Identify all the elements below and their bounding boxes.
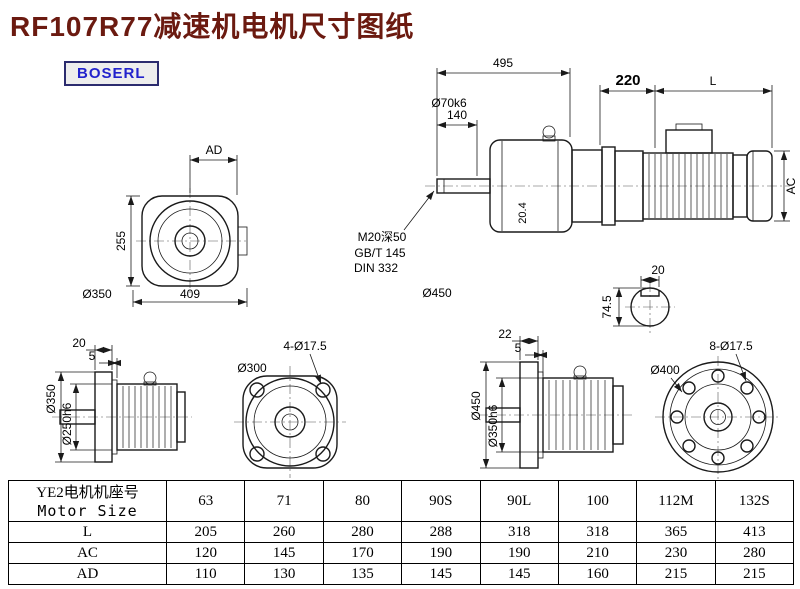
- dim-495: 495: [493, 56, 513, 70]
- table-cell: 110: [165, 563, 246, 585]
- table-cell: 318: [557, 521, 638, 543]
- dim-255: 255: [114, 231, 128, 251]
- dim-flange-22: 22: [498, 327, 512, 341]
- header-cn: YE2电机机座号: [36, 485, 139, 501]
- terminal-box: [665, 129, 713, 154]
- row-label: AD: [8, 563, 167, 585]
- table-cell: 288: [401, 521, 481, 543]
- table-cell: 145: [244, 542, 324, 564]
- table-cell: 190: [401, 542, 481, 564]
- table-cell: 160: [557, 563, 638, 585]
- fan-cover: [746, 150, 773, 222]
- shaft-section-detail: 20 74.5: [600, 263, 675, 333]
- table-cell: 205: [165, 521, 246, 543]
- dim-shaft-dia: Ø70k6: [431, 96, 467, 110]
- dim-dia300: Ø300: [237, 361, 267, 375]
- dim-409: 409: [180, 287, 200, 301]
- table-cell: 135: [322, 563, 403, 585]
- table-header-row: YE2电机机座号 Motor Size 63 71 80 90S 90L 100…: [8, 480, 795, 522]
- table-row-l: L 205 260 280 288 318 318 365 413: [8, 521, 795, 543]
- large-flange-front-dimensions: 8-Ø17.5 Ø400: [650, 339, 753, 393]
- dim-l: L: [710, 74, 717, 88]
- flange-front-view-large: [655, 356, 781, 480]
- gearbox-front-view: [136, 188, 248, 296]
- table-cell: 280: [322, 521, 403, 543]
- table-cell: 145: [479, 563, 559, 585]
- column-header-size: 90L: [479, 480, 559, 522]
- motor-size-table: YE2电机机座号 Motor Size 63 71 80 90S 90L 100…: [8, 480, 795, 585]
- table-cell: 260: [244, 521, 324, 543]
- dim-dia250h6: Ø250h6: [60, 402, 74, 445]
- small-flange-side-dimensions: 20 5 Ø350 Ø250h6: [44, 336, 121, 463]
- dim-dia450-side: Ø450: [422, 286, 452, 300]
- dim-4-holes: 4-Ø17.5: [283, 339, 327, 353]
- dim-20-4: 20.4: [517, 202, 529, 223]
- note-din332: DIN 332: [354, 261, 398, 275]
- dim-keyway-20: 20: [651, 263, 665, 277]
- lifting-eye: [542, 125, 556, 139]
- row-label: L: [8, 521, 167, 543]
- column-header-size: 112M: [636, 480, 716, 522]
- dim-dia350-front: Ø350: [82, 287, 112, 301]
- column-header-size: 90S: [401, 480, 481, 522]
- dim-140: 140: [447, 108, 467, 122]
- table-cell: 130: [244, 563, 324, 585]
- dim-spigot-5: 5: [89, 349, 96, 363]
- large-flange-side-dimensions: 22 5 Ø450 Ø350h6: [469, 327, 547, 469]
- dim-spigot-5-large: 5: [515, 341, 522, 355]
- note-gbt145: GB/T 145: [354, 246, 405, 260]
- gearmotor-side-view: [425, 123, 790, 233]
- table-cell: 280: [714, 542, 795, 564]
- table-cell: 413: [714, 521, 795, 543]
- page-title: RF107R77减速机电机尺寸图纸: [10, 11, 415, 42]
- brand-logo: BOSERL: [64, 61, 159, 86]
- dim-ad: AD: [206, 143, 223, 157]
- table-cell: 230: [636, 542, 716, 564]
- header-en: Motor Size: [37, 502, 138, 520]
- column-header-size: 63: [165, 480, 246, 522]
- flange-front-view-small: [234, 366, 346, 478]
- column-header-size: 80: [322, 480, 403, 522]
- table-cell: 210: [557, 542, 638, 564]
- small-flange-front-dimensions: 4-Ø17.5 Ø300: [237, 339, 327, 385]
- table-cell: 318: [479, 521, 559, 543]
- column-header-size: 71: [244, 480, 324, 522]
- column-header-size: 100: [557, 480, 638, 522]
- dim-dia400: Ø400: [650, 363, 680, 377]
- dim-220: 220: [615, 72, 640, 89]
- table-row-ad: AD 110 130 135 145 145 160 215 215: [8, 563, 795, 585]
- dim-dia450-flange: Ø450: [469, 391, 483, 421]
- column-header-size: 132S: [714, 480, 795, 522]
- table-cell: 145: [401, 563, 481, 585]
- table-cell: 120: [165, 542, 246, 564]
- row-label: AC: [8, 542, 167, 564]
- side-view-dimensions: 495 Ø70k6 140 220 L AC 20.4 M20深50 GB/T …: [354, 56, 798, 300]
- front-view-dimensions: AD 255 409 Ø350: [82, 143, 248, 307]
- table-cell: 190: [479, 542, 559, 564]
- table-cell: 170: [322, 542, 403, 564]
- column-header-motor-size: YE2电机机座号 Motor Size: [8, 480, 167, 522]
- dim-dia350-flange: Ø350: [44, 384, 58, 414]
- dim-74-5: 74.5: [600, 295, 614, 319]
- note-m20: M20深50: [358, 230, 407, 244]
- dim-8-holes: 8-Ø17.5: [709, 339, 753, 353]
- table-row-ac: AC 120 145 170 190 190 210 230 280: [8, 542, 795, 564]
- dim-dia350h6: Ø350h6: [486, 404, 500, 447]
- table-cell: 215: [714, 563, 795, 585]
- dim-ac: AC: [784, 177, 798, 194]
- table-cell: 365: [636, 521, 716, 543]
- dim-flange-20: 20: [72, 336, 86, 350]
- table-cell: 215: [636, 563, 716, 585]
